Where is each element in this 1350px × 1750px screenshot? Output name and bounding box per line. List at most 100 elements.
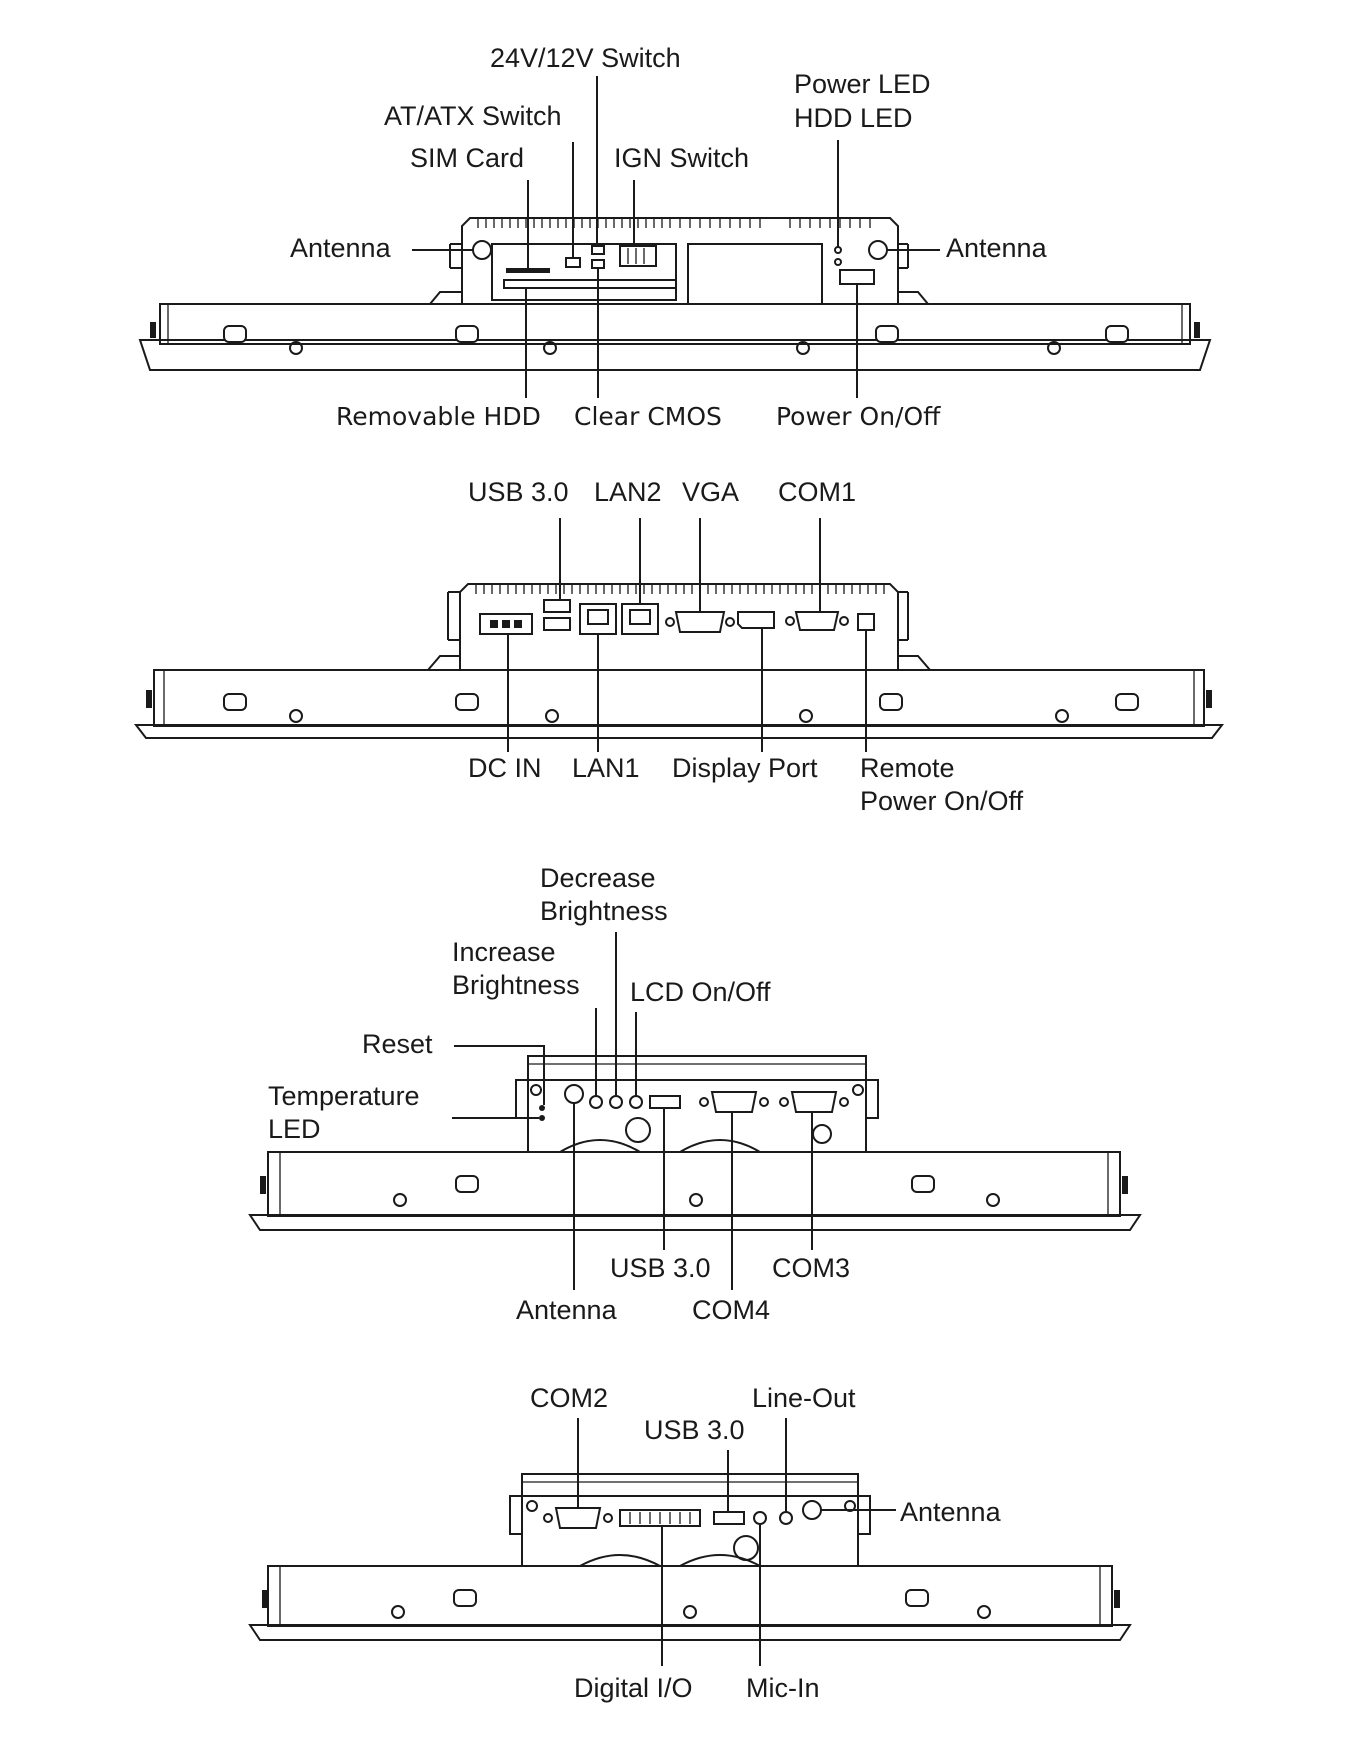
view3-module-housing (527, 1055, 867, 1153)
view4-housing-top (521, 1473, 859, 1497)
view3-antenna (564, 1084, 584, 1104)
label-com2: COM2 (530, 1383, 609, 1413)
view3-left-side (248, 932, 1142, 1290)
view3-com4-port (710, 1091, 758, 1113)
view4-screw (391, 1605, 405, 1619)
view1-cmos-jumper (591, 259, 605, 269)
label-24v12v-switch: 24V/12V Switch (490, 43, 681, 73)
view3-usb-port (649, 1095, 681, 1109)
label-removable-hdd: Removable HDD (336, 402, 541, 431)
label-decrease-brightness: Decrease Brightness (540, 862, 668, 928)
view1-slot (875, 325, 899, 343)
label-com3: COM3 (772, 1253, 851, 1283)
label-ign-switch: IGN Switch (614, 143, 750, 173)
view2-com1-port (794, 611, 840, 631)
view1-hdd-bay (491, 243, 677, 301)
view4-usb-port (713, 1511, 745, 1525)
view1-bezel-lip (138, 339, 1212, 371)
leader-reset (454, 1045, 545, 1105)
view1-power-led (834, 246, 842, 254)
label-clear-cmos: Clear CMOS (574, 402, 722, 431)
label-dc-in: DC IN (468, 753, 542, 783)
view2-bezel (153, 669, 1205, 727)
view2-screw (1055, 709, 1069, 723)
view3-com3-port (790, 1091, 838, 1113)
label-antenna: Antenna (516, 1295, 617, 1325)
view2-slot (879, 693, 903, 711)
view1-blank-panel (687, 243, 823, 305)
view3-screw (393, 1193, 407, 1207)
view3-screw (689, 1193, 703, 1207)
view4-right-side (248, 1418, 1132, 1666)
view1-antenna-left (472, 240, 492, 260)
view2-dc-in-port (479, 613, 533, 635)
label-hdd-led: HDD LED (794, 103, 913, 133)
label-decrease-line2: Brightness (540, 896, 668, 926)
label-display-port: Display Port (672, 753, 818, 783)
label-remote-line2: Power On/Off (860, 786, 1024, 816)
label-antenna-right: Antenna (946, 233, 1047, 263)
label-at-atx-switch: AT/ATX Switch (384, 101, 562, 131)
label-digital-io: Digital I/O (574, 1673, 693, 1703)
label-lan2: LAN2 (594, 477, 662, 507)
view3-lcd-button (629, 1095, 643, 1109)
view3-increase-button (589, 1095, 603, 1109)
label-increase-line2: Brightness (452, 970, 580, 1000)
label-temperature-led: Temperature LED (268, 1080, 420, 1146)
view3-vent (625, 1117, 651, 1143)
label-remote-power: Remote Power On/Off (860, 752, 1023, 818)
view3-reset-hole (539, 1105, 545, 1111)
label-increase-brightness: Increase Brightness (452, 936, 580, 1002)
view3-housing-top (527, 1055, 867, 1081)
view1-screw (1047, 341, 1061, 355)
label-lcd-on-off: LCD On/Off (630, 977, 771, 1007)
label-reset: Reset (362, 1029, 433, 1059)
view4-slot (453, 1589, 477, 1607)
label-com1: COM1 (778, 477, 857, 507)
label-decrease-line1: Decrease (540, 863, 656, 893)
view4-bezel-lip (248, 1624, 1132, 1641)
label-increase-line1: Increase (452, 937, 556, 967)
view1-heatsink-fins (477, 218, 871, 228)
view2-vga-port (674, 611, 726, 633)
label-usb30: USB 3.0 (644, 1415, 745, 1445)
view1-hdd-led (834, 258, 842, 266)
view1-at-atx-switch (565, 257, 581, 268)
label-sim-card: SIM Card (410, 143, 525, 173)
label-antenna: Antenna (900, 1497, 1001, 1527)
label-mic-in: Mic-In (746, 1673, 820, 1703)
label-line-out: Line-Out (752, 1383, 856, 1413)
view2-displayport (737, 611, 775, 629)
view1-slot (455, 325, 479, 343)
view1-slot (223, 325, 247, 343)
view2-usb-bottom (543, 617, 571, 631)
label-vga: VGA (682, 477, 740, 507)
view3-ground-screw (812, 1124, 832, 1144)
view2-heatsink-fins (475, 584, 885, 594)
label-temp-line1: Temperature (268, 1081, 420, 1111)
view4-slot (905, 1589, 929, 1607)
view2-screw (289, 709, 303, 723)
view1-antenna-right (868, 240, 888, 260)
view2-module-housing (459, 583, 899, 670)
view1-screw (289, 341, 303, 355)
view2-lan2-port (621, 603, 659, 635)
view2-screw (799, 709, 813, 723)
view2-slot (455, 693, 479, 711)
view2-lan1-port (579, 603, 617, 635)
view3-slot (455, 1175, 479, 1193)
view1-top-side (138, 76, 1212, 398)
view1-hdd-rail (503, 279, 677, 289)
view1-slot (1105, 325, 1129, 343)
view2-slot (1115, 693, 1139, 711)
label-antenna-left: Antenna (290, 233, 391, 263)
label-temp-line2: LED (268, 1114, 321, 1144)
view2-usb-top (543, 599, 571, 613)
label-lan1: LAN1 (572, 753, 640, 783)
view1-ign-switch (619, 245, 657, 267)
view2-rear-side (133, 518, 1225, 752)
view1-screw (543, 341, 557, 355)
label-com4: COM4 (692, 1295, 771, 1325)
